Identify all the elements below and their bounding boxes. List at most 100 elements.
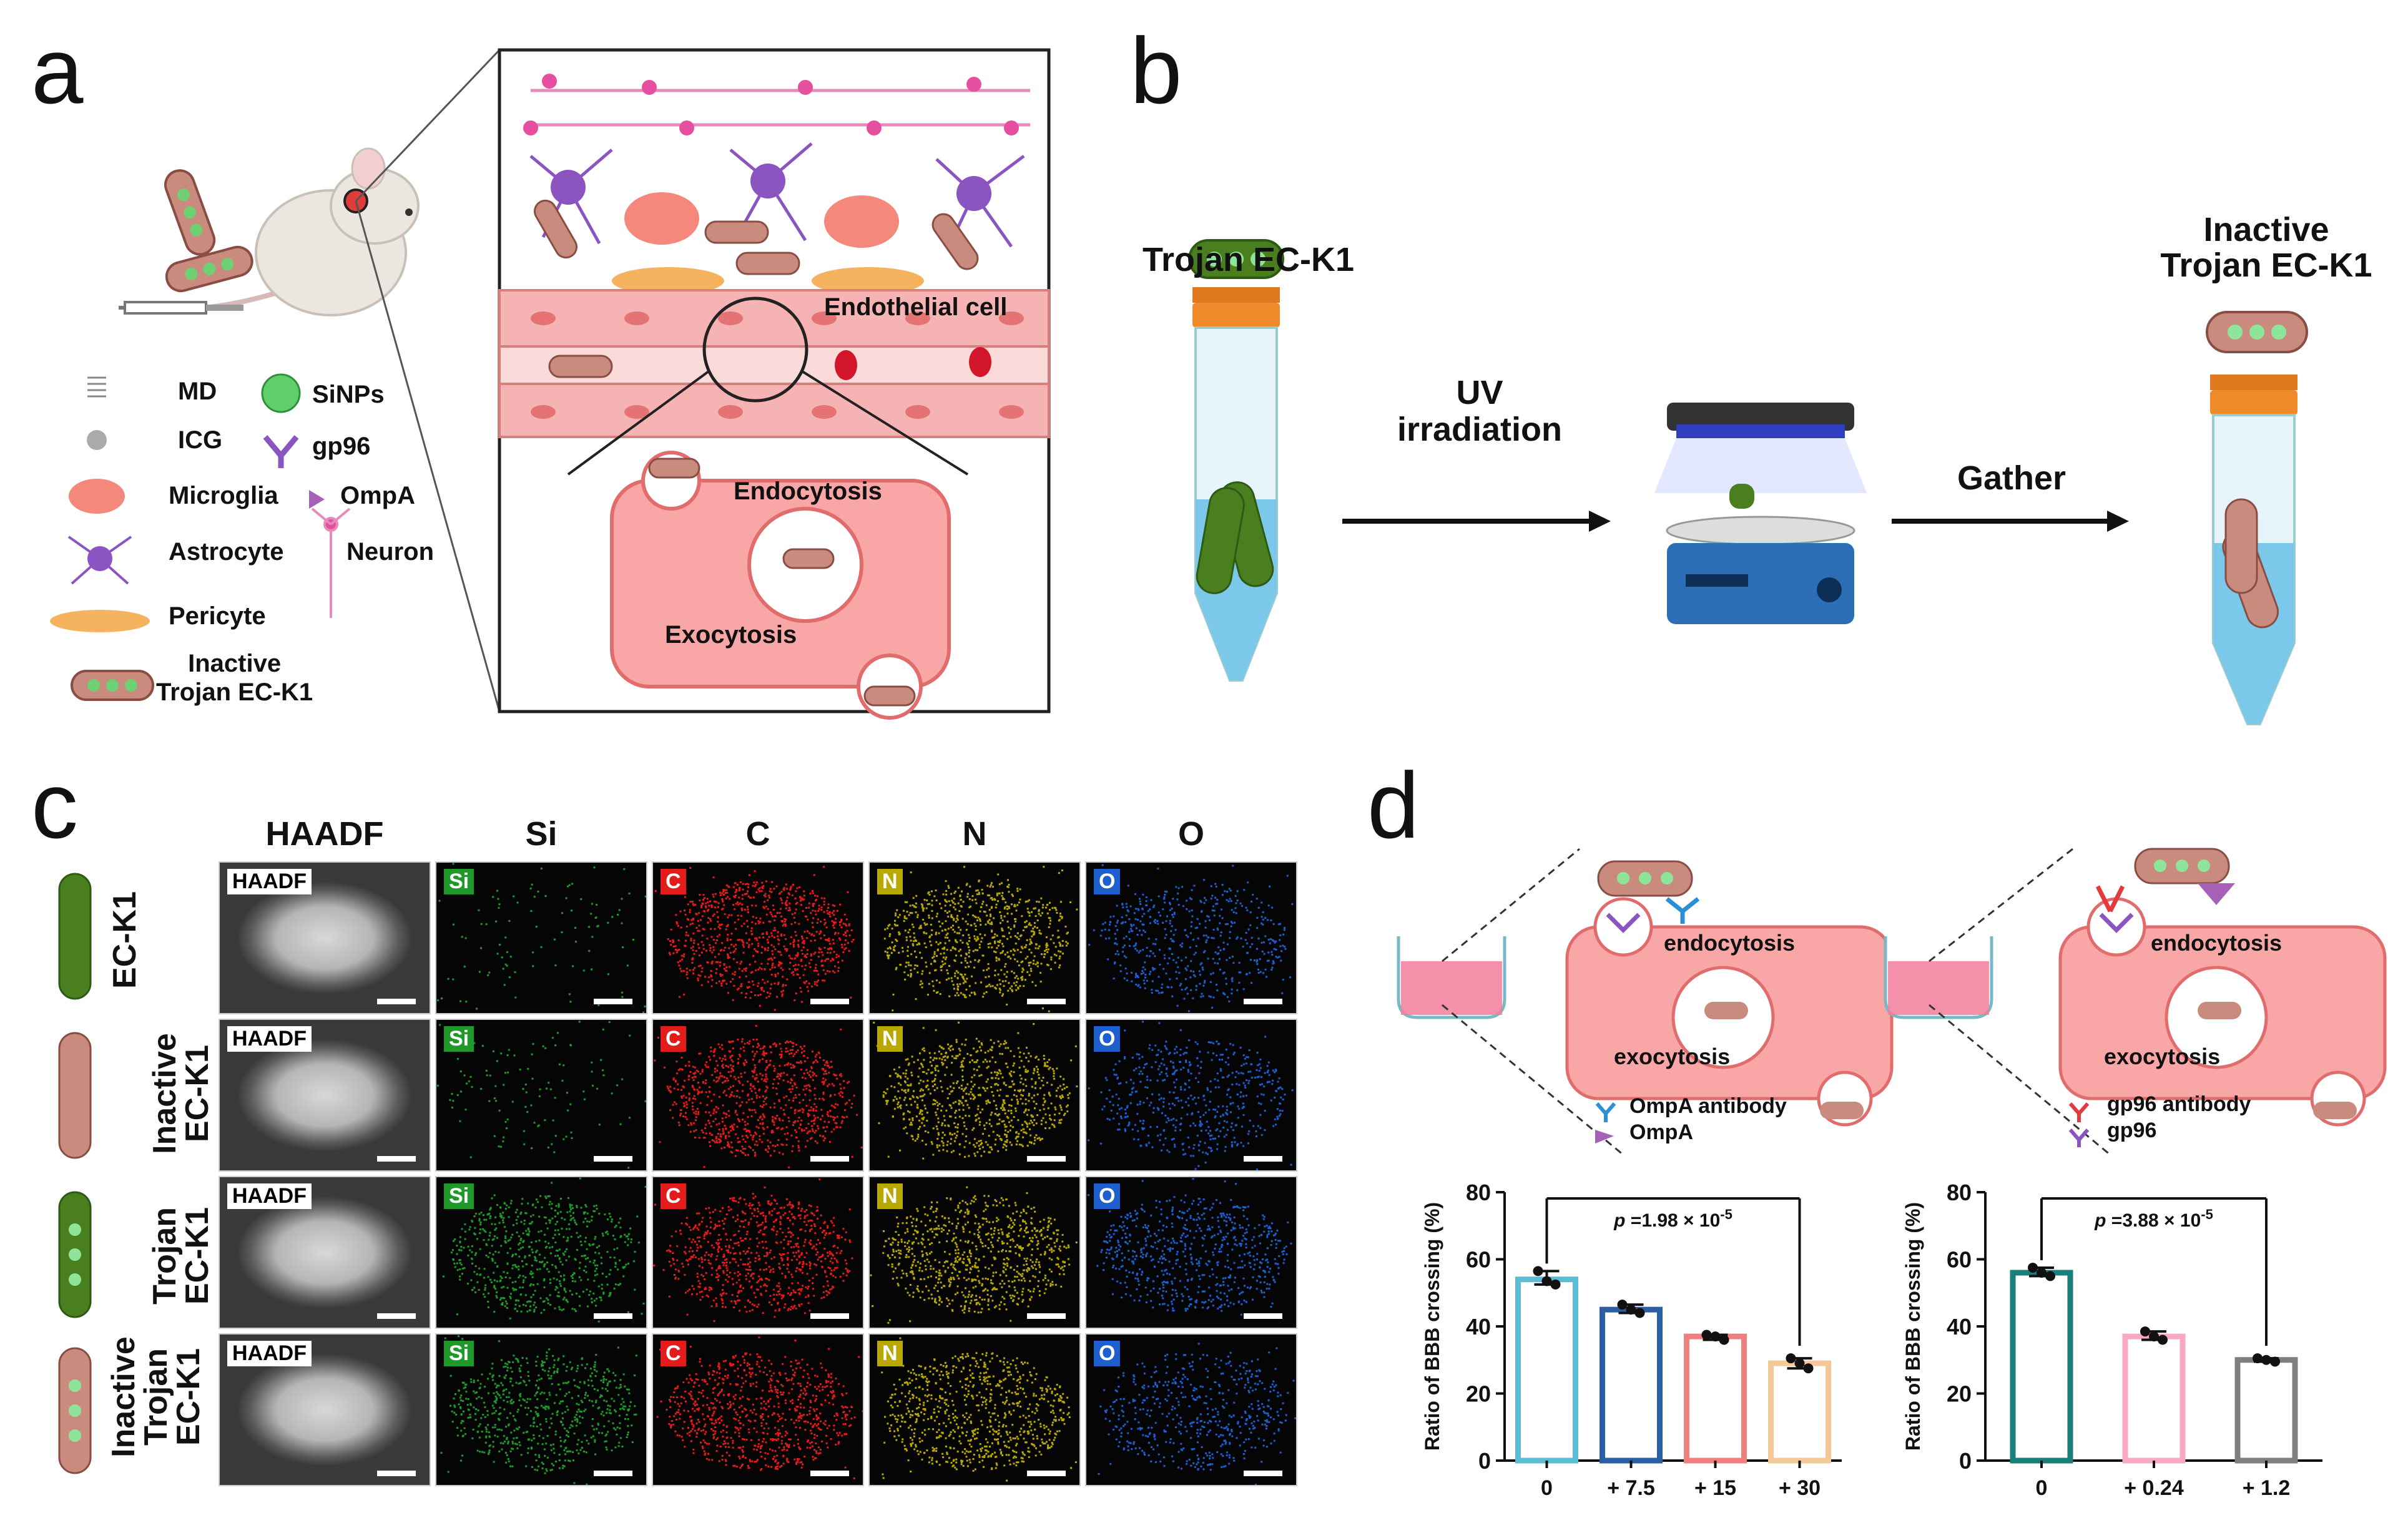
eds-tag-c: C [661,1183,686,1210]
bar [2122,1333,2186,1464]
gp96-legend-icon [2068,1129,2090,1147]
panel-c-letter: c [31,753,78,858]
uv-line2: irradiation [1397,411,1563,449]
data-point [2140,1326,2150,1337]
eds-dots-si [440,1335,637,1485]
eds-tag-si: Si [444,1341,474,1367]
scale-bar [377,999,416,1004]
eds-cell-n-row-1: N [868,861,1081,1014]
eds-cell-n-row-2: N [868,1019,1081,1172]
scale-bar [594,1471,632,1476]
data-point [2261,1354,2271,1365]
d-right-endocytosis: endocytosis [2151,930,2283,956]
data-point [1617,1300,1628,1310]
data-point [1550,1279,1561,1290]
y-axis-label: Ratio of BBB crossing (%) [1902,1202,1924,1451]
legend-icg: ICG [178,426,223,454]
eds-dots-n [881,1337,1077,1482]
scale-bar [810,1156,849,1162]
scale-bar [594,999,632,1004]
inactive-trojan-icon [71,670,154,701]
bar [1684,1333,1747,1464]
d-right-target-legend: gp96 [2107,1119,2157,1142]
panel-b-letter: b [1130,18,1182,123]
p-value-label: p =1.98 × 10-5 [1613,1207,1732,1231]
legend-gp96: gp96 [312,433,371,460]
bar [1600,1306,1663,1464]
row-label-inactive-line2: EC-K1 [179,1044,215,1143]
bar [1768,1360,1831,1464]
scale-bar [810,999,849,1004]
row-label-inactive-trojan-line1: Inactive [106,1336,142,1457]
p-symbol: p [1613,1210,1625,1231]
eds-cell-haadf-row-4: HAADF [219,1333,431,1486]
p-text: =1.98 × 10 [1625,1210,1720,1231]
bacteria-near-mouse [164,169,253,293]
data-point [1533,1266,1543,1276]
eds-cell-c-row-3: C [652,1176,864,1329]
right-tube [2210,375,2297,725]
left-bacterium [1188,239,1284,279]
y-tick-label: 20 [1947,1381,1972,1407]
data-point [2037,1268,2047,1278]
left-cell [1565,860,1894,1144]
gather-label: Gather [1957,459,2066,497]
eds-cell-o-row-3: O [1085,1176,1297,1329]
eds-cell-si-row-4: Si [435,1333,647,1486]
panel-d-letter: d [1367,753,1420,858]
data-point [1786,1353,1796,1364]
row-label-ec-k1: EC-K1 [107,878,143,1002]
eds-dots-o [1098,1343,1296,1485]
eds-tag-o: O [1094,1026,1121,1052]
eds-tag-c: C [661,1341,686,1367]
col-head-o: O [1177,815,1204,853]
data-point [1701,1330,1712,1340]
left-tube [1192,287,1280,682]
inactive-trojan-line1: Inactive [2203,211,2329,248]
legend-ompa: OmpA [340,482,415,509]
data-point [1634,1308,1645,1318]
eds-tag-haadf: HAADF [227,1341,312,1367]
eds-tag-c: C [661,1026,686,1052]
eds-cell-haadf-row-2: HAADF [219,1019,431,1172]
row-label-inactive-trojan-ec-k1: Inactive Trojan EC-K1 [106,1303,207,1491]
eds-tag-n: N [877,1183,903,1210]
eds-cell-haadf-row-1: HAADF [219,861,431,1014]
y-tick-label: 40 [1947,1314,1972,1340]
data-point [2149,1331,2159,1342]
eds-cell-c-row-4: C [652,1333,864,1486]
ompa-legend-icon [1595,1130,1614,1144]
legend-sinps: SiNPs [312,381,385,408]
eds-cell-o-row-4: O [1085,1333,1297,1486]
eds-tag-n: N [877,1341,903,1367]
md-icon [87,376,106,398]
scale-bar [1244,1313,1282,1319]
y-tick-label: 80 [1466,1180,1491,1205]
exocytosis-label: Exocytosis [665,621,797,649]
y-axis-label: Ratio of BBB crossing (%) [1421,1202,1443,1451]
p-text: =3.88 × 10 [2106,1210,2201,1231]
eds-cell-si-row-3: Si [435,1176,647,1329]
pericyte-icon [50,610,150,632]
stirrer-device [1666,484,1855,624]
endocytosis-label: Endocytosis [734,478,882,505]
x-tick-label: + 15 [1694,1476,1736,1500]
scale-bar [1027,1156,1066,1162]
d-left-target-legend: OmpA [1629,1120,1693,1144]
data-point [2253,1353,2263,1364]
data-point [2158,1335,2168,1345]
panel-b-illustration [1188,239,2308,725]
legend-inactive-trojan: Inactive Trojan EC-K1 [156,649,313,707]
eds-tag-o: O [1094,869,1121,895]
y-tick-label: 40 [1466,1314,1491,1340]
eds-cell-o-row-1: O [1085,861,1297,1014]
neuron-icon [311,507,351,618]
sinps-icon [261,373,301,413]
panel-d-schematics [1397,848,2387,1156]
x-axis-label: Anti-gp96 antibody (μg) [2035,1514,2273,1517]
ompa-antibody-legend-icon [1595,1102,1616,1122]
scale-bar [377,1313,416,1319]
panel-a-legend-icons [50,373,351,701]
